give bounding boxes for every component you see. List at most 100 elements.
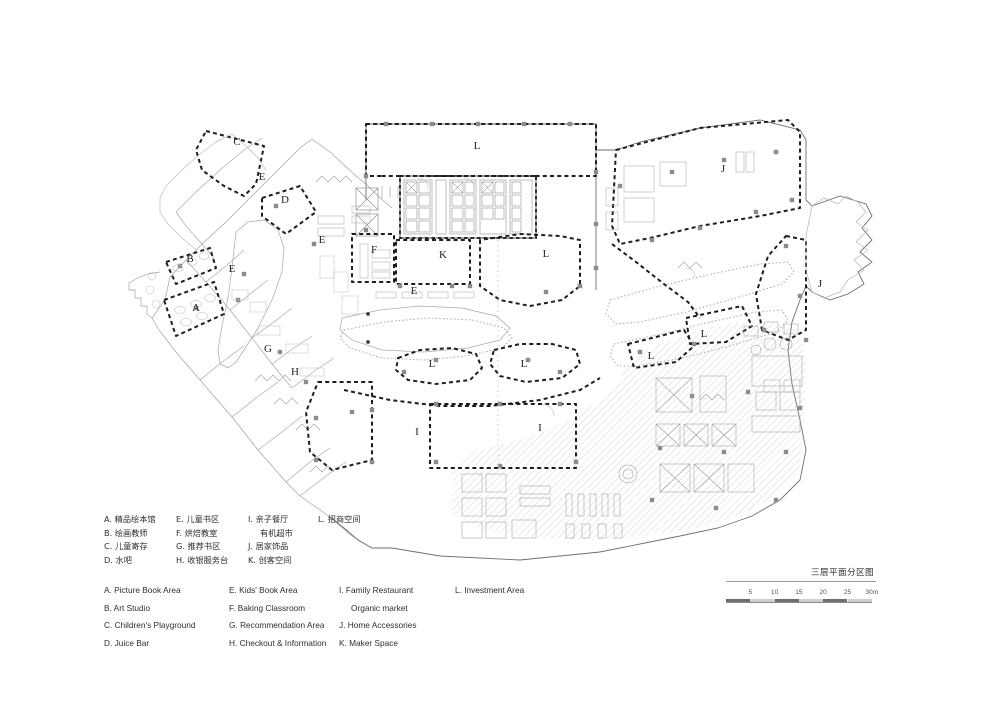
scale-rule xyxy=(726,598,872,603)
zone-label-L: L xyxy=(521,358,528,370)
legend-en-row: B. Art Studio F. Baking Classroom Organic … xyxy=(104,600,577,618)
furniture-center xyxy=(317,205,475,299)
legend-en-i-sub: Organic market xyxy=(351,602,408,613)
legend-cn-g: G. 推荐书区 xyxy=(176,541,221,552)
terrace-edge xyxy=(805,195,869,299)
zone-boundary-L-center xyxy=(479,233,581,307)
zone-boundary-A xyxy=(163,281,225,337)
stairs xyxy=(254,175,725,473)
scale-tick-label: 25 xyxy=(843,588,852,596)
legend-cn-f: F. 烘焙教室 xyxy=(176,527,218,538)
zone-boundary-J-east xyxy=(755,235,807,341)
legend-en-i: I. Family Restaurant xyxy=(339,585,414,595)
plan-title: 三层平面分区图 xyxy=(726,566,876,582)
scale-tick-label: 15 xyxy=(795,588,803,596)
legend-en-d: D. Juice Bar xyxy=(104,637,150,648)
legend-en-j: J. Home Accessories xyxy=(339,620,417,630)
scale-segment xyxy=(798,598,824,602)
building-envelope xyxy=(329,119,873,561)
legend-cn-l: L. 招商空间 xyxy=(318,514,361,524)
legend-en-a: A. Picture Book Area xyxy=(104,585,181,595)
scale-baseline xyxy=(726,601,872,603)
zone-boundary-L-right-b xyxy=(685,305,753,345)
zone-label-E: E xyxy=(229,263,236,275)
legend-cn-h: H. 收银服务台 xyxy=(176,554,229,565)
scale-segment xyxy=(750,598,775,602)
zone-label-J: J xyxy=(818,278,823,290)
scale-tick-label: 5 xyxy=(748,588,753,596)
zone-label-H: H xyxy=(291,366,299,378)
central-core xyxy=(399,175,537,239)
furniture-west xyxy=(145,252,359,377)
elevator-bank xyxy=(355,187,379,237)
zone-boundary-I-center xyxy=(429,403,577,469)
zone-label-L: L xyxy=(648,350,655,362)
zone-divider-sweep xyxy=(343,377,601,407)
legend-chinese: A. 精品绘本馆 E. 儿童书区 I. 亲子餐厅 L. 招商空间 B. 绘画教师 F. … xyxy=(104,513,400,567)
zone-label-L: L xyxy=(543,248,550,260)
zone-boundary-L-lobe-right xyxy=(489,343,581,383)
legend-en-b: B. Art Studio xyxy=(104,602,151,613)
zone-label-E: E xyxy=(319,234,326,246)
legend-cn-c: C. 儿童寄存 xyxy=(104,541,148,552)
zone-label-F: F xyxy=(371,244,377,256)
legend-en-row: C. Children's Playground G. Recommendatio… xyxy=(104,617,577,635)
legend-cn-j: J. 居家饰品 xyxy=(248,541,289,552)
legend-en-k: K. Maker Space xyxy=(339,637,399,648)
legend-cn-row: B. 绘画教师 F. 烘焙教室 有机超市 xyxy=(104,527,400,541)
playground-outline xyxy=(159,133,267,251)
legend-cn-d: D. 水吧 xyxy=(104,554,132,565)
zone-boundary-L-right-a xyxy=(627,329,695,369)
zone-label-G: G xyxy=(264,343,272,355)
zone-label-A: A xyxy=(192,302,200,314)
legend-cn-b: B. 绘画教师 xyxy=(104,527,148,538)
interior-partitions xyxy=(175,137,511,497)
zone-boundary-D xyxy=(261,185,317,235)
legend-cn-row: C. 儿童寄存 G. 推荐书区 J. 居家饰品 xyxy=(104,540,400,554)
scale-tick-label: 10 xyxy=(770,588,779,596)
legend-en-g: G. Recommendation Area xyxy=(229,620,325,630)
zone-label-L: L xyxy=(474,140,481,152)
scale-segment xyxy=(823,598,848,602)
zone-boundary-B xyxy=(165,247,217,285)
legend-cn-e: E. 儿童书区 xyxy=(176,514,220,524)
zone-label-L: L xyxy=(701,328,708,340)
legend-en-f: F. Baking Classroom xyxy=(229,602,306,613)
zone-boundary-K xyxy=(395,239,471,285)
legend-en-c: C. Children's Playground xyxy=(104,620,196,630)
legend-cn-i-sub: 有机超市 xyxy=(260,527,293,538)
zone-boundary-L-north xyxy=(365,123,597,177)
zone-label-E: E xyxy=(411,285,418,297)
zone-label-I: I xyxy=(538,422,542,434)
zone-boundary-J-north xyxy=(611,119,801,245)
scale-tick-label: 30m xyxy=(865,588,879,596)
legend-en-row: A. Picture Book Area E. Kids' Book Area I.… xyxy=(104,582,577,600)
hatched-tenant-area xyxy=(452,318,806,540)
zone-label-L: L xyxy=(429,358,436,370)
zone-boundary-J-link xyxy=(611,243,701,319)
legend-cn-i: I. 亲子餐厅 xyxy=(248,514,289,524)
zone-boundary-F xyxy=(351,233,395,283)
legend-en-e: E. Kids' Book Area xyxy=(229,585,298,595)
zone-boundary-C xyxy=(195,130,265,197)
legend-en-l: L. Investment Area xyxy=(455,585,525,595)
legend-cn-k: K. 创客空间 xyxy=(248,554,292,565)
legend-cn-row: D. 水吧 H. 收银服务台 K. 创客空间 xyxy=(104,554,400,568)
fitout-northeast xyxy=(605,151,801,393)
zone-label-D: D xyxy=(281,194,289,206)
scale-segment xyxy=(726,598,751,602)
zone-label-C: C xyxy=(233,136,240,148)
legend-cn-a: A. 精品绘本馆 xyxy=(104,514,156,524)
legend-cn-row: A. 精品绘本馆 E. 儿童书区 I. 亲子餐厅 L. 招商空间 xyxy=(104,513,400,527)
zone-boundary-L-lobe-left xyxy=(395,347,483,385)
zone-label-B: B xyxy=(186,253,193,265)
door-swings xyxy=(417,177,696,417)
legend-english: A. Picture Book Area E. Kids' Book Area I.… xyxy=(104,582,577,652)
